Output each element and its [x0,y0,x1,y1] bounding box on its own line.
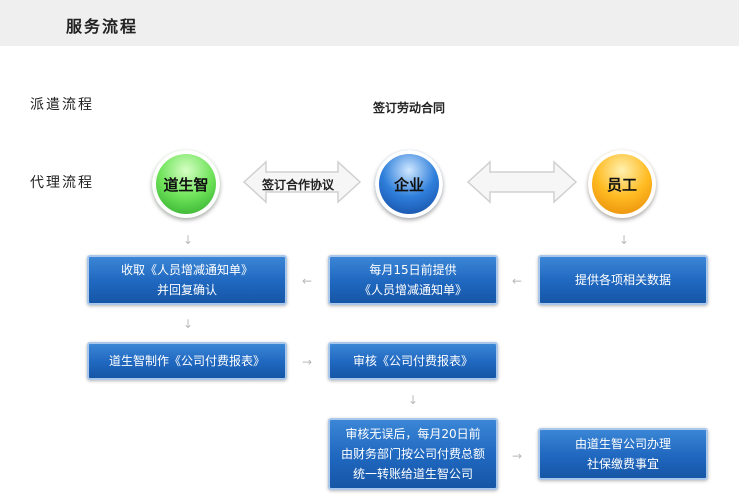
arrow-left-icon: ← [512,274,523,288]
box-social-insurance: 由道生智公司办理 社保缴费事宜 [538,428,708,480]
cooperation-caption: 签订合作协议 [262,178,335,192]
box-make-report: 道生智制作《公司付费报表》 [87,342,287,380]
arrow-down-icon: ↓ [183,317,194,331]
box-line: 社保缴费事宜 [586,457,659,471]
dispatch-flow-label: 派遣流程 [30,97,94,113]
node-employee: 员工 [588,150,656,218]
box-line: 审核《公司付费报表》 [352,354,473,368]
box-line: 由道生智公司办理 [574,437,671,451]
box-provide-data: 提供各项相关数据 [538,255,708,305]
enterprise-employee-double-arrow [466,160,578,204]
node-daoshengzhi-label: 道生智 [163,175,209,194]
header-bar: 服务流程 [0,0,739,46]
box-receive-notice: 收取《人员增减通知单》 并回复确认 [87,255,287,305]
arrow-right-icon: → [512,449,523,463]
node-enterprise-label: 企业 [393,175,424,194]
page-title: 服务流程 [66,17,139,36]
node-enterprise: 企业 [375,150,443,218]
arrow-left-icon: ← [302,274,313,288]
box-review-report: 审核《公司付费报表》 [328,342,498,380]
box-monthly-notice: 每月15日前提供 《人员增减通知单》 [328,255,498,305]
arrow-down-icon: ↓ [619,233,630,247]
arrow-down-icon: ↓ [183,233,194,247]
box-line: 每月15日前提供 [369,263,457,277]
box-line: 《人员增减通知单》 [358,283,467,297]
arrow-down-icon: ↓ [408,393,419,407]
box-line: 收取《人员增减通知单》 [120,263,253,277]
node-daoshengzhi: 道生智 [152,150,220,218]
box-line: 审核无误后，每月20日前 [345,427,481,441]
labor-contract-caption: 签订劳动合同 [373,101,446,115]
box-line: 并回复确认 [156,283,217,297]
box-line: 统一转账给道生智公司 [352,467,473,481]
arrow-right-icon: → [302,355,313,369]
agency-flow-label: 代理流程 [30,175,94,191]
box-line: 提供各项相关数据 [574,273,671,287]
node-employee-label: 员工 [606,175,637,194]
cooperation-double-arrow [242,160,362,204]
box-payment: 审核无误后，每月20日前 由财务部门按公司付费总额 统一转账给道生智公司 [328,418,498,490]
box-line: 道生智制作《公司付费报表》 [108,354,265,368]
box-line: 由财务部门按公司付费总额 [340,447,485,461]
